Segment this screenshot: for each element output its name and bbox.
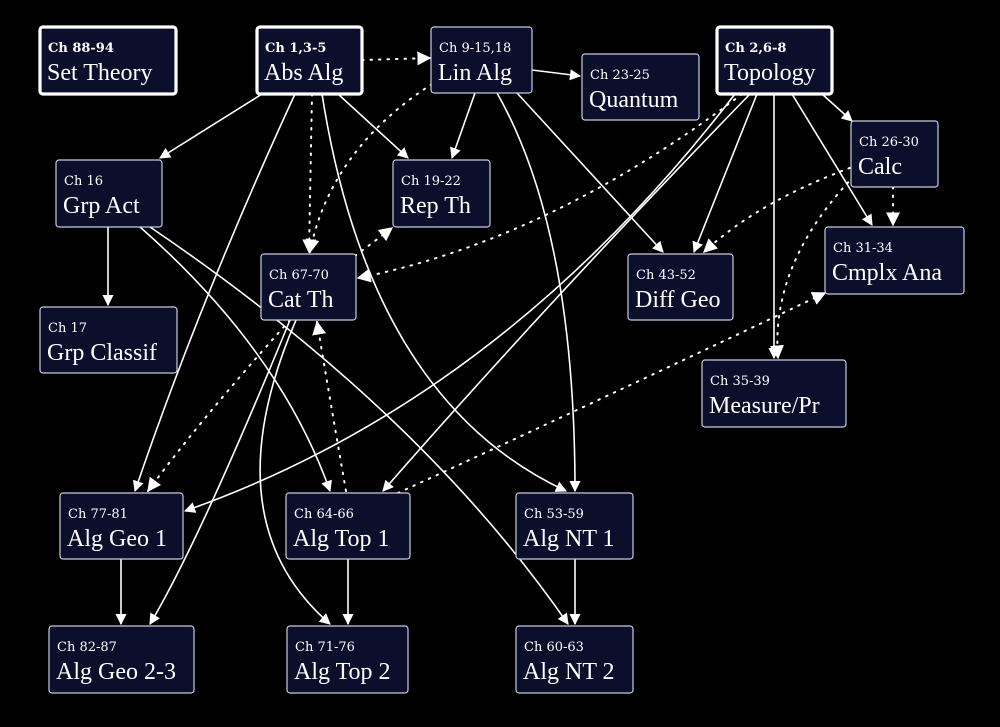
node-set-theory: Ch 88-94 Set Theory [38, 25, 178, 96]
node-rep-th: Ch 19-22 Rep Th [392, 159, 491, 228]
edges-layer [102, 51, 900, 626]
node-alg-nt-2: Ch 60-63 Alg NT 2 [515, 625, 634, 694]
edge-catth-to-alggeo23 [149, 319, 291, 625]
edge-absalg-to-grpact [159, 93, 263, 159]
node-alg-geo-2-3: Ch 82-87 Alg Geo 2-3 [48, 625, 195, 694]
edge-absalg-to-catth [302, 93, 317, 254]
node-name: Alg Top 2 [294, 659, 391, 685]
node-lin-alg: Ch 9-15,18 Lin Alg [430, 26, 533, 94]
node-chapters: Ch 31-34 [833, 241, 893, 256]
node-alg-top-2: Ch 71-76 Alg Top 2 [286, 625, 409, 694]
edge-calc-to-diffgeo [702, 164, 859, 253]
node-chapters: Ch 1,3-5 [265, 41, 326, 56]
node-chapters: Ch 19-22 [401, 174, 461, 189]
node-chapters: Ch 17 [48, 321, 87, 336]
node-chapters: Ch 77-81 [68, 507, 128, 522]
edge-absalg-to-linalg [361, 51, 432, 66]
node-name: Grp Act [63, 193, 140, 219]
node-name: Alg Geo 2-3 [56, 659, 176, 685]
edge-calc-to-measure [770, 169, 861, 360]
node-chapters: Ch 53-59 [524, 507, 584, 522]
node-chapters: Ch 26-30 [859, 135, 919, 150]
node-name: Rep Th [400, 193, 471, 219]
node-quantum: Ch 23-25 Quantum [581, 53, 700, 121]
edge-absalg-to-alggeo1 [132, 93, 296, 493]
node-alg-nt-1: Ch 53-59 Alg NT 1 [515, 492, 634, 560]
edge-topology-to-cmplx [791, 93, 873, 226]
node-chapters: Ch 60-63 [524, 640, 584, 655]
edge-linalg-to-algnt1 [496, 92, 581, 493]
node-abs-alg: Ch 1,3-5 Abs Alg [255, 25, 364, 96]
node-name: Quantum [589, 87, 679, 113]
node-grp-act: Ch 16 Grp Act [55, 159, 163, 228]
nodes-layer: Ch 88-94 Set Theory Ch 1,3-5 Abs Alg Ch … [38, 25, 965, 694]
node-chapters: Ch 16 [64, 174, 103, 189]
node-name: Topology [724, 60, 816, 86]
node-chapters: Ch 82-87 [57, 640, 117, 655]
node-grp-classif: Ch 17 Grp Classif [39, 306, 178, 374]
node-diff-geo: Ch 43-52 Diff Geo [627, 253, 734, 321]
node-name: Set Theory [47, 60, 153, 86]
edge-catth-to-repth [354, 227, 394, 257]
node-chapters: Ch 88-94 [48, 41, 114, 56]
edge-topology-to-catth [356, 93, 743, 283]
node-name: Diff Geo [635, 287, 721, 313]
node-chapters: Ch 64-66 [294, 507, 354, 522]
node-chapters: Ch 43-52 [636, 268, 696, 283]
node-name: Lin Alg [438, 60, 512, 86]
node-calc: Ch 26-30 Calc [850, 120, 939, 188]
node-name: Alg Top 1 [293, 526, 390, 552]
edge-absalg-to-repth [337, 93, 409, 159]
edge-topology-to-calc [821, 93, 853, 122]
edge-algtop1-to-catth [312, 320, 347, 492]
node-topology: Ch 2,6-8 Topology [715, 25, 834, 96]
node-chapters: Ch 71-76 [295, 640, 355, 655]
node-name: Grp Classif [47, 340, 157, 366]
edge-topology-to-alggeo1 [183, 93, 736, 513]
node-chapters: Ch 9-15,18 [439, 41, 511, 56]
edge-linalg-to-diffgeo [516, 92, 664, 253]
node-cmplx-ana: Ch 31-34 Cmplx Ana [824, 226, 965, 295]
node-name: Cmplx Ana [832, 260, 942, 286]
node-measure-pr: Ch 35-39 Measure/Pr [701, 359, 847, 428]
edge-grpact-to-algnt2 [149, 226, 569, 625]
node-chapters: Ch 23-25 [590, 68, 650, 83]
node-chapters: Ch 67-70 [269, 268, 329, 283]
edge-topology-to-diffgeo [692, 93, 758, 254]
edge-algtop1-to-cmplx [397, 292, 827, 494]
node-cat-th: Ch 67-70 Cat Th [260, 253, 357, 321]
node-name: Measure/Pr [709, 393, 820, 419]
edge-linalg-to-quantum [531, 69, 582, 81]
edge-topology-to-algtop1 [382, 93, 751, 492]
node-name: Alg NT 2 [523, 659, 615, 685]
node-alg-top-1: Ch 64-66 Alg Top 1 [285, 492, 411, 560]
node-name: Calc [858, 154, 902, 180]
edge-grpact-to-algtop1 [139, 226, 332, 493]
edge-absalg-to-algnt1 [321, 93, 568, 492]
edge-catth-to-algtop2 [259, 319, 331, 625]
edge-linalg-to-catth [305, 83, 433, 254]
node-name: Cat Th [268, 287, 334, 313]
node-chapters: Ch 2,6-8 [725, 41, 786, 56]
node-name: Alg NT 1 [523, 526, 615, 552]
node-chapters: Ch 35-39 [710, 374, 770, 389]
node-name: Abs Alg [264, 60, 343, 86]
edge-linalg-to-repth [450, 92, 476, 160]
node-alg-geo-1: Ch 77-81 Alg Geo 1 [59, 492, 184, 560]
node-name: Alg Geo 1 [67, 526, 167, 552]
